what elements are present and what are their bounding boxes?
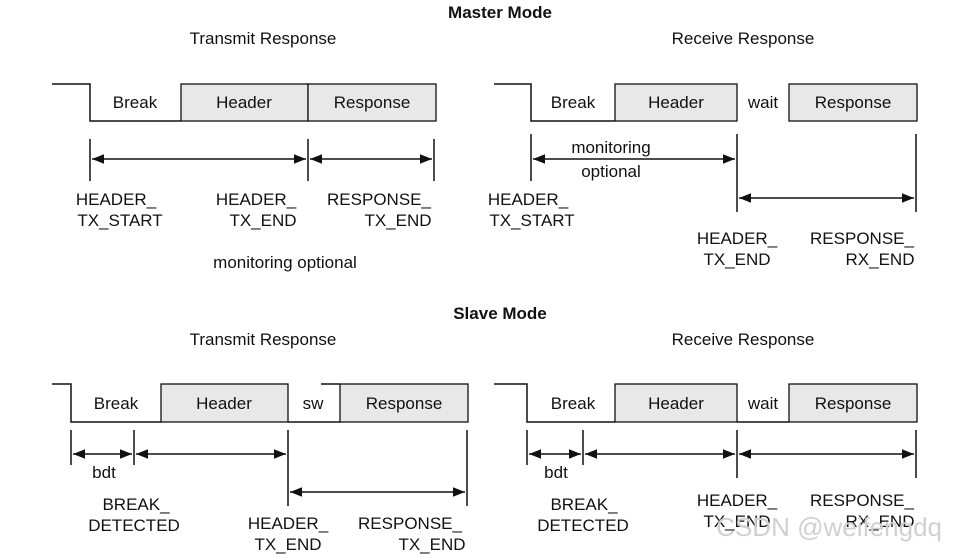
header-tx-end-label-2: TX_END bbox=[229, 211, 296, 230]
header-tx-end-label: HEADER_ bbox=[216, 190, 297, 209]
bdt-label: bdt bbox=[92, 463, 116, 482]
slave-mode-title: Slave Mode bbox=[453, 304, 547, 323]
break-label: Break bbox=[113, 93, 158, 112]
response-label: Response bbox=[366, 394, 443, 413]
break-detected-label: BREAK_ bbox=[550, 495, 618, 514]
header-tx-end-label: HEADER_ bbox=[248, 514, 329, 533]
header-tx-end-label-2: TX_END bbox=[254, 535, 321, 554]
bdt-label: bdt bbox=[544, 463, 568, 482]
monitoring-optional-note: monitoring optional bbox=[213, 253, 357, 272]
break-label: Break bbox=[94, 394, 139, 413]
response-tx-end-label-2: TX_END bbox=[398, 535, 465, 554]
response-block bbox=[788, 83, 918, 122]
break-detected-label: BREAK_ bbox=[102, 495, 170, 514]
break-signal-line bbox=[494, 83, 615, 122]
header-tx-start-label-2: TX_START bbox=[77, 211, 162, 230]
header-block bbox=[614, 383, 738, 423]
master-transmit-title: Transmit Response bbox=[190, 29, 337, 48]
response-block bbox=[788, 383, 918, 423]
response-tx-end-label: RESPONSE_ bbox=[358, 514, 462, 533]
response-rx-end-label: RESPONSE_ bbox=[810, 491, 914, 510]
master-transmit-panel: Transmit Response Break Header Response … bbox=[52, 29, 437, 272]
header-label: Header bbox=[216, 93, 272, 112]
master-receive-title: Receive Response bbox=[672, 29, 815, 48]
slave-transmit-panel: Transmit Response Break Header sw Respon… bbox=[52, 330, 469, 554]
optional-label: optional bbox=[581, 162, 641, 181]
master-mode-title: Master Mode bbox=[448, 3, 552, 22]
break-signal-line bbox=[494, 383, 615, 423]
header-tx-end-label-2: TX_END bbox=[703, 512, 770, 531]
response-tx-end-label: RESPONSE_ bbox=[327, 190, 431, 209]
slave-receive-title: Receive Response bbox=[672, 330, 815, 349]
response-rx-end-label-2: RX_END bbox=[846, 512, 915, 531]
header-tx-start-label: HEADER_ bbox=[76, 190, 157, 209]
slave-receive-panel: Receive Response Break Header wait Respo… bbox=[494, 330, 918, 535]
slave-transmit-title: Transmit Response bbox=[190, 330, 337, 349]
header-tx-start-label-2: TX_START bbox=[489, 211, 574, 230]
header-label: Header bbox=[648, 394, 704, 413]
monitoring-label: monitoring bbox=[571, 138, 650, 157]
wait-label: wait bbox=[747, 394, 779, 413]
response-rx-end-label: RESPONSE_ bbox=[810, 229, 914, 248]
response-label: Response bbox=[815, 394, 892, 413]
response-rx-end-label-2: RX_END bbox=[846, 250, 915, 269]
break-detected-label-2: DETECTED bbox=[537, 516, 629, 535]
header-label: Header bbox=[196, 394, 252, 413]
header-tx-end-label: HEADER_ bbox=[697, 229, 778, 248]
sw-label: sw bbox=[303, 394, 325, 413]
response-tx-end-label-2: TX_END bbox=[364, 211, 431, 230]
response-label: Response bbox=[815, 93, 892, 112]
break-label: Break bbox=[551, 394, 596, 413]
header-tx-end-label: HEADER_ bbox=[697, 491, 778, 510]
break-signal-line bbox=[52, 83, 181, 122]
header-block bbox=[614, 83, 738, 122]
header-tx-end-label-2: TX_END bbox=[703, 250, 770, 269]
break-signal-line bbox=[52, 383, 161, 423]
break-detected-label-2: DETECTED bbox=[88, 516, 180, 535]
response-block bbox=[307, 83, 437, 122]
header-block bbox=[160, 383, 289, 423]
master-receive-panel: Receive Response Break Header wait Respo… bbox=[488, 29, 918, 269]
response-block bbox=[339, 383, 469, 423]
break-label: Break bbox=[551, 93, 596, 112]
watermark: CSDN @weifengdq bbox=[716, 512, 942, 542]
header-tx-start-label: HEADER_ bbox=[488, 190, 569, 209]
response-label: Response bbox=[334, 93, 411, 112]
wait-label: wait bbox=[747, 93, 779, 112]
header-label: Header bbox=[648, 93, 704, 112]
